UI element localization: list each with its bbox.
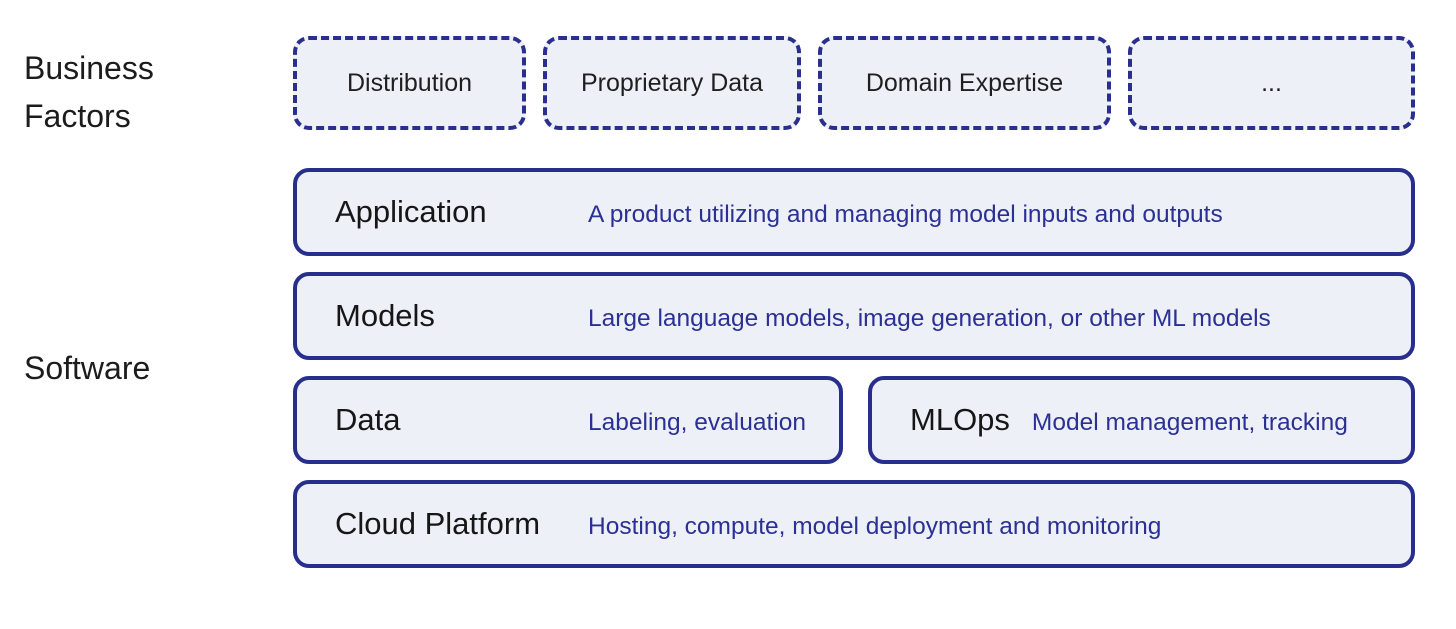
software-label: Software xyxy=(24,350,151,386)
business-factor-proprietary-data: Proprietary Data xyxy=(543,36,801,130)
data-title: Data xyxy=(335,402,401,437)
models-title: Models xyxy=(335,298,435,333)
stack-column: Distribution Proprietary Data Domain Exp… xyxy=(293,36,1415,568)
cloud-platform-layer-content: Cloud Platform Hosting, compute, model d… xyxy=(335,506,1391,542)
data-mlops-row: Data Labeling, evaluation MLOps Model ma… xyxy=(293,376,1415,464)
application-title: Application xyxy=(335,194,487,229)
business-factor-domain-expertise: Domain Expertise xyxy=(818,36,1111,130)
data-layer-content: Data Labeling, evaluation xyxy=(335,402,819,438)
models-description: Large language models, image generation,… xyxy=(588,305,1271,332)
cloud-platform-description: Hosting, compute, model deployment and m… xyxy=(588,513,1162,540)
application-description: A product utilizing and managing model i… xyxy=(588,201,1223,228)
cloud-platform-title: Cloud Platform xyxy=(335,506,541,541)
business-factors-row: Distribution Proprietary Data Domain Exp… xyxy=(293,36,1415,130)
application-layer-content: Application A product utilizing and mana… xyxy=(335,194,1391,230)
mlops-layer: MLOps Model management, tracking xyxy=(868,376,1415,464)
mlops-title: MLOps xyxy=(910,402,1010,437)
business-factors-label: Business Factors xyxy=(24,50,154,134)
models-layer-content: Models Large language models, image gene… xyxy=(335,298,1391,334)
cloud-platform-layer: Cloud Platform Hosting, compute, model d… xyxy=(293,480,1415,568)
mlops-description: Model management, tracking xyxy=(1031,409,1348,436)
models-layer: Models Large language models, image gene… xyxy=(293,272,1415,360)
application-layer: Application A product utilizing and mana… xyxy=(293,168,1415,256)
data-layer: Data Labeling, evaluation xyxy=(293,376,843,464)
business-factor-distribution: Distribution xyxy=(293,36,526,130)
data-description: Labeling, evaluation xyxy=(588,409,806,436)
business-factor-ellipsis: ... xyxy=(1128,36,1415,130)
mlops-layer-content: MLOps Model management, tracking xyxy=(910,402,1391,438)
